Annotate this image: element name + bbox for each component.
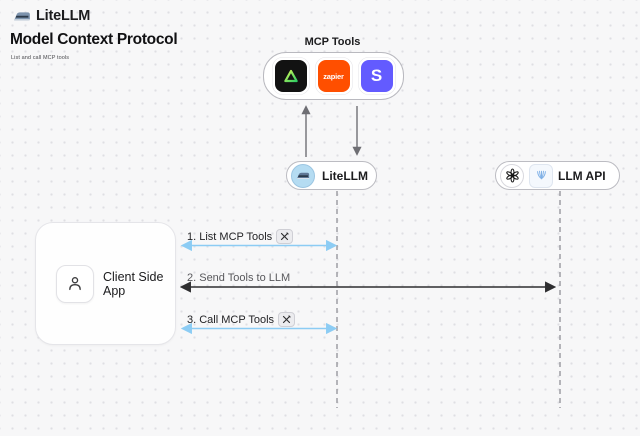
node-llm-api: LLM API (495, 161, 620, 190)
mcp-tool-zapier: zapier (317, 60, 350, 92)
hammer-wrench-icon (276, 229, 294, 244)
blue-streams-icon (529, 163, 553, 188)
hammer-wrench-icon (278, 312, 296, 327)
mcp-tools-label: MCP Tools (304, 36, 361, 48)
train-icon (291, 163, 315, 188)
page-title: Model Context Protocol (10, 31, 178, 48)
message-1-label: 1. List MCP Tools (187, 230, 273, 243)
mcp-tool-stripe: S (360, 60, 393, 92)
brand-name: LiteLLM (36, 8, 91, 24)
message-list-mcp-tools: 1. List MCP Tools (187, 229, 294, 244)
zapier-logo: zapier (323, 71, 344, 81)
train-icon (13, 10, 31, 23)
node-llm-api-label: LLM API (558, 168, 606, 183)
openai-icon (500, 163, 524, 188)
node-litellm: LiteLLM (286, 161, 377, 190)
mcp-tool-triangle (274, 60, 307, 92)
brand: LiteLLM (13, 8, 90, 24)
node-litellm-label: LiteLLM (322, 168, 368, 183)
person-icon (56, 264, 94, 303)
message-send-tools-to-llm: 2. Send Tools to LLM (187, 272, 290, 284)
node-client-side-app: Client Side App (35, 222, 176, 345)
node-client-label: Client Side App (103, 269, 164, 298)
triangle-logo-icon (281, 66, 301, 86)
mcp-tools-group: zapier S (263, 52, 404, 100)
message-3-label: 3. Call MCP Tools (187, 313, 275, 326)
message-2-label: 2. Send Tools to LLM (187, 272, 291, 284)
message-call-mcp-tools: 3. Call MCP Tools (187, 312, 296, 327)
stripe-logo: S (370, 66, 383, 85)
page-subtitle: List and call MCP tools (11, 55, 70, 61)
